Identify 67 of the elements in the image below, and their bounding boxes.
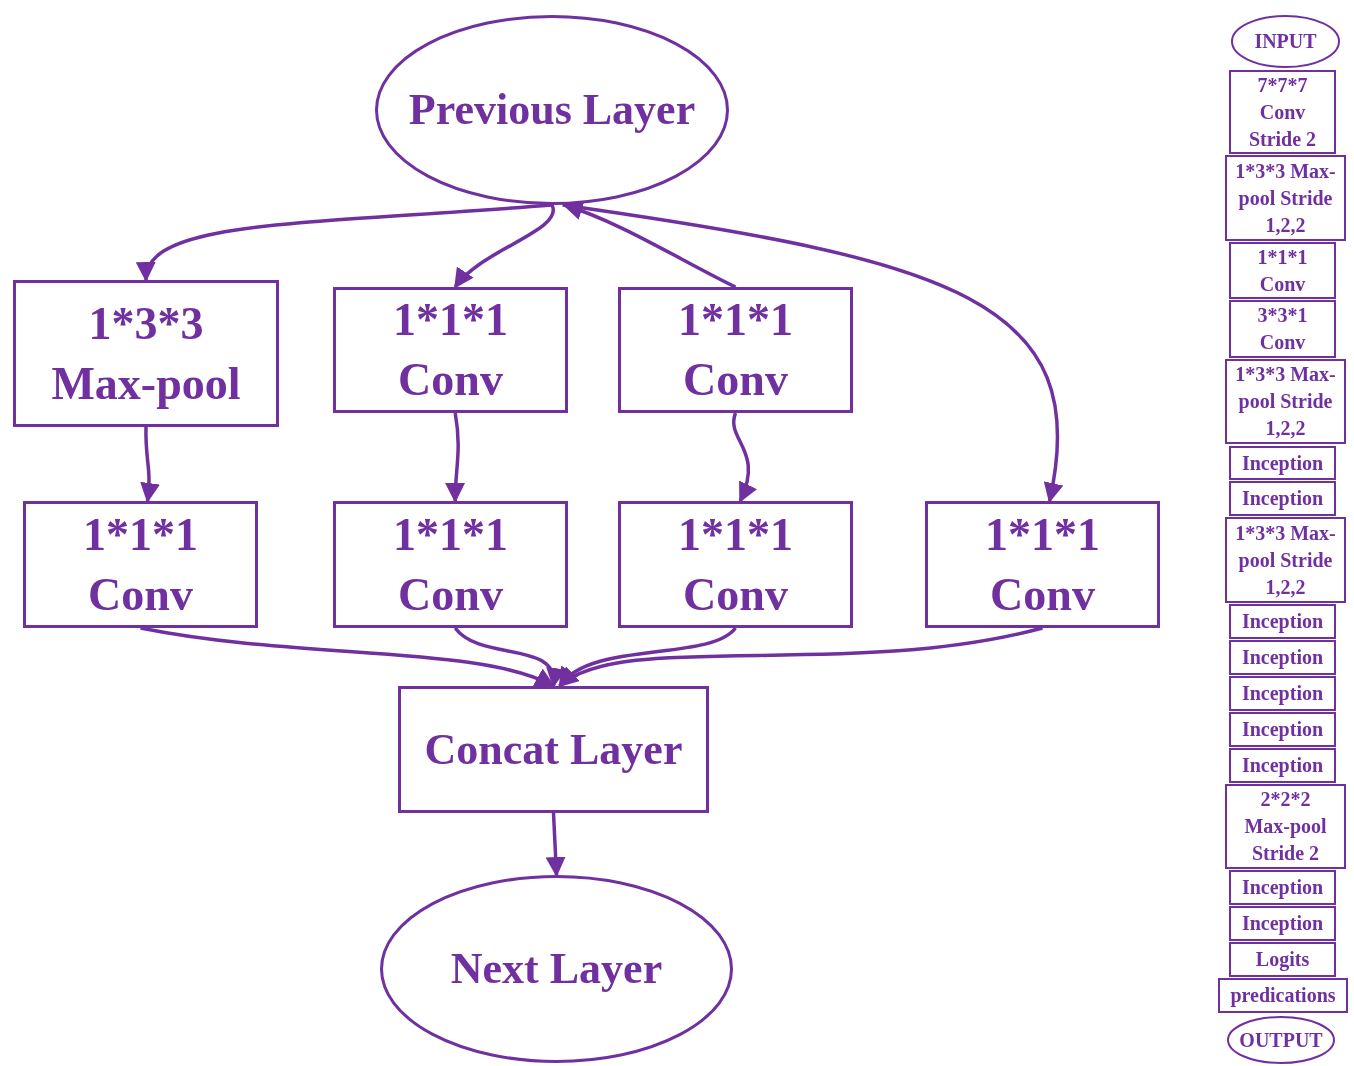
layer-box — [1225, 784, 1346, 869]
arrow — [453, 626, 564, 688]
layer-box — [333, 501, 568, 628]
layer-box — [1229, 676, 1336, 711]
layer-label: Inception — [1241, 911, 1324, 937]
arrow — [562, 203, 1063, 503]
layer-ellipse — [375, 15, 729, 205]
layer-box — [1225, 517, 1346, 603]
arrow — [558, 626, 1043, 688]
layer-label: 3*3*1 Conv — [1256, 303, 1309, 355]
layer-label: Inception — [1241, 450, 1324, 477]
layer-box — [1229, 748, 1336, 783]
layer-box — [618, 501, 853, 628]
layer-label: 1*1*1 Conv — [677, 293, 794, 407]
layer-label: 7*7*7 Conv Stride 2 — [1247, 72, 1318, 152]
layer-box — [1225, 155, 1346, 241]
layer-label: 1*1*1 Conv — [82, 507, 199, 622]
layer-label: Inception — [1241, 645, 1324, 671]
layer-label: Concat Layer — [424, 724, 683, 775]
layer-box — [398, 686, 709, 813]
layer-box — [1229, 242, 1336, 299]
layer-label: INPUT — [1254, 29, 1317, 54]
layer-label: 1*1*1 Conv — [677, 507, 794, 622]
layer-box — [1229, 942, 1336, 977]
layer-box — [925, 501, 1160, 628]
layer-ellipse — [380, 875, 733, 1063]
layer-label: 1*1*1 Conv — [392, 293, 509, 407]
layer-label: 1*3*3 Max-pool Stride 1,2,2 — [1234, 520, 1337, 600]
arrow — [445, 412, 466, 503]
layer-label: 1*1*1 Conv — [984, 507, 1101, 622]
arrow — [732, 412, 757, 503]
layer-label: Inception — [1241, 717, 1324, 743]
layer-box — [1229, 70, 1336, 154]
layer-box — [333, 287, 568, 413]
layer-box — [1229, 481, 1336, 516]
arrow — [139, 426, 160, 503]
arrow — [545, 812, 566, 877]
layer-box — [1229, 300, 1336, 358]
layer-label: 1*1*1 Conv — [1256, 244, 1309, 297]
layer-box — [1229, 446, 1336, 480]
layer-label: 1*1*1 Conv — [392, 507, 509, 622]
layer-ellipse — [1231, 15, 1340, 68]
layer-box — [1225, 359, 1346, 444]
layer-box — [1218, 978, 1348, 1013]
layer-label: Logits — [1255, 947, 1310, 973]
layer-label: 1*3*3 Max-pool — [50, 296, 242, 411]
layer-label: 1*3*3 Max-pool Stride 1,2,2 — [1234, 362, 1337, 441]
layer-label: Previous Layer — [408, 85, 696, 135]
layer-box — [1229, 640, 1336, 675]
layer-label: 1*3*3 Max-pool Stride 1,2,2 — [1234, 158, 1337, 238]
layer-label: Inception — [1241, 875, 1324, 901]
layer-label: predications — [1230, 983, 1336, 1009]
layer-ellipse — [1227, 1016, 1335, 1064]
layer-label: OUTPUT — [1239, 1027, 1323, 1053]
layer-label: Inception — [1241, 486, 1324, 512]
layer-box — [13, 280, 279, 427]
layer-box — [1229, 906, 1336, 941]
layer-box — [1229, 870, 1336, 905]
layer-label: Inception — [1241, 609, 1324, 635]
layer-label: Inception — [1241, 681, 1324, 707]
layer-label: Inception — [1241, 753, 1324, 779]
layer-label: Next Layer — [450, 944, 663, 994]
layer-box — [618, 287, 853, 413]
layer-box — [23, 501, 258, 628]
layer-box — [1229, 712, 1336, 747]
layer-label: 2*2*2 Max-pool Stride 2 — [1243, 787, 1328, 866]
layer-box — [1229, 604, 1336, 639]
